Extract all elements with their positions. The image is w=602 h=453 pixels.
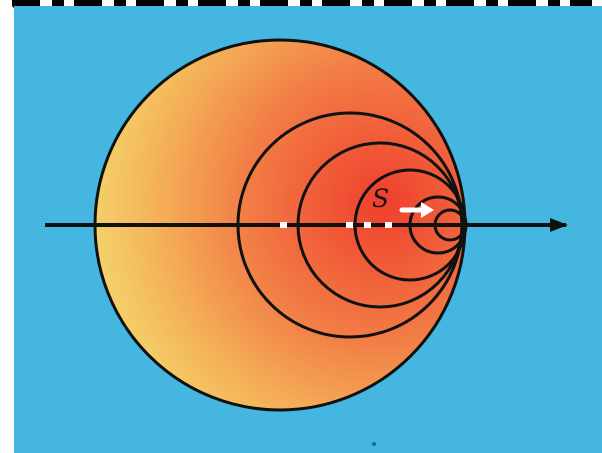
source-label: S: [372, 184, 389, 213]
source-position-marker-3: [364, 222, 371, 228]
source-position-marker-4: [385, 222, 392, 228]
small-dot-mark: [372, 442, 376, 446]
source-position-marker-2: [346, 222, 353, 228]
source-position-marker-1: [280, 222, 287, 228]
